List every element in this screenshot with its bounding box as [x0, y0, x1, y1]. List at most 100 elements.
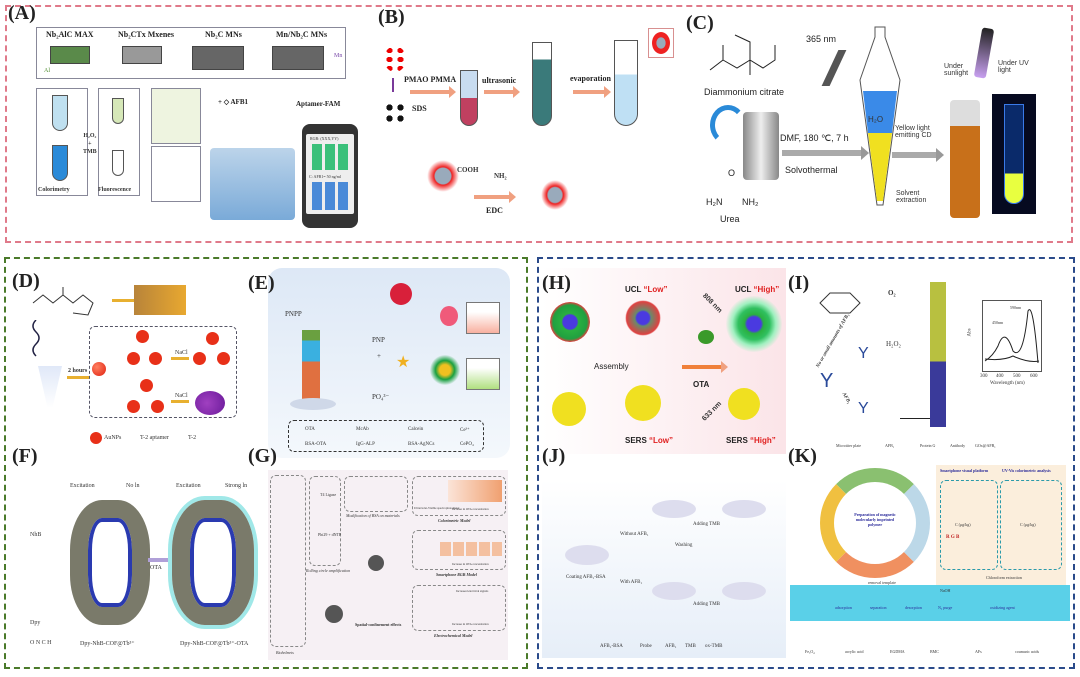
coated-plate-icon	[565, 545, 609, 565]
biohelmets-box	[270, 475, 306, 647]
green-complex-icon	[430, 355, 460, 385]
nacl-label: NaCl	[175, 350, 188, 356]
black-nanoparticles-icon	[384, 102, 406, 124]
max-layers-icon	[50, 46, 90, 64]
ultrasonic-label: ultrasonic	[482, 76, 517, 85]
cof-ota-label: Dpy-NhB-COF@Tb³⁺-OTA	[180, 641, 249, 647]
panel-label: (J)	[542, 445, 566, 467]
empty-tube-icon	[112, 150, 124, 176]
legend-label: TMB	[685, 644, 696, 649]
aunp-icon	[193, 352, 206, 365]
cooh-nanosphere-icon	[427, 160, 459, 192]
sers-low-label: SERS “Low”	[625, 436, 674, 445]
edc-label: EDC	[486, 206, 503, 215]
arrow	[782, 146, 869, 160]
panel-label: (E)	[248, 272, 275, 294]
blue-tube-light-icon	[52, 95, 68, 131]
dispersed-tube-icon	[532, 42, 552, 126]
urea-nh2-label: NH₂	[742, 197, 759, 207]
autoclave-icon	[743, 112, 779, 180]
arrow	[892, 148, 944, 162]
center-label: Preparation of magnetic molecularly impr…	[854, 512, 896, 527]
group-frame-top	[5, 5, 1073, 243]
legend-label: Fe₃O₄	[805, 649, 815, 654]
well-plate-icon	[290, 398, 336, 410]
legend-aunp-icon	[90, 432, 102, 444]
cooh-label: COOH	[457, 166, 479, 174]
uv-tube-photo	[992, 94, 1036, 214]
probe-box	[151, 146, 201, 202]
legend-label: McAb	[356, 427, 369, 432]
nacl-label: NaCl	[175, 393, 188, 399]
phone-concentration-label: C: AFB1= 50 ng/ml	[309, 174, 341, 179]
tick-label: 500	[1013, 374, 1021, 379]
plus-label: +	[377, 352, 381, 360]
electrochemical-box	[412, 585, 506, 631]
urea-label: Urea	[720, 214, 740, 224]
legend-label: Probe	[640, 644, 652, 649]
panel-label: (I)	[788, 272, 810, 294]
panel-label: (A)	[8, 2, 36, 24]
panel-label: (H)	[542, 272, 571, 294]
colorimetric-box	[412, 476, 506, 516]
uvvis-box	[1000, 480, 1062, 570]
ota-label: OTA	[693, 380, 710, 389]
panel-label: (G)	[248, 445, 277, 467]
strong-ln-label: Strong ln	[225, 483, 248, 489]
nm2-label: 590nm	[1010, 305, 1022, 310]
arrow	[573, 86, 611, 98]
curved-arrow-icon	[710, 105, 746, 145]
po4-label: PO₄³⁻	[372, 393, 390, 401]
legend-label: acrylic acid	[845, 649, 864, 654]
uvvis-label: UV-Vis colorimetric analysis	[1002, 468, 1051, 473]
phi-label: Phi29 + dNTP	[318, 532, 342, 537]
legend-label: BSA-AgNCs	[408, 442, 435, 447]
legend-label: CePO₄	[460, 442, 474, 447]
separatory-funnel-icon	[859, 26, 901, 206]
assembled-ucnp-icon	[625, 300, 661, 336]
nhb-label: NhB	[30, 532, 42, 538]
pnp-label: PNP	[372, 336, 385, 344]
pmao-label: PMAO PMMA	[404, 75, 457, 84]
legend-label: AFB₁	[665, 644, 677, 649]
aggregated-aunp-icon	[195, 391, 225, 415]
rca-box	[309, 476, 341, 566]
colorimetry-box	[36, 88, 88, 196]
ota-label: OTA	[150, 565, 162, 571]
aunp-icon	[136, 330, 149, 343]
step-label: adsorption	[835, 605, 852, 610]
spatial-label: Spatial-confinement effects	[355, 622, 402, 627]
cof-label: Dpy-NhB-COF@Tb³⁺	[80, 641, 135, 647]
rgb-label: Smartphone RGB Model	[436, 572, 477, 577]
axis-label: C (μg/kg)	[1020, 522, 1036, 527]
step-label: N₂ purge	[938, 605, 953, 610]
diammonium-label: Diammonium citrate	[704, 87, 785, 97]
tick-label: 600	[1030, 374, 1038, 379]
tick-label: 300	[980, 374, 988, 379]
afb1-label: + ◇ AFB1	[218, 98, 248, 106]
aunp-icon	[127, 400, 140, 413]
legend-label: IgG-ALP	[356, 442, 375, 447]
wavelength-label: Wavelength (nm)	[990, 381, 1025, 386]
fluorescence-box	[98, 88, 140, 196]
aunp-icon	[92, 362, 106, 376]
increase-label: Increase in OTA concentration	[452, 622, 489, 626]
mxene-layers-icon	[122, 46, 162, 64]
legend-label: BMC	[930, 649, 939, 654]
colorimetric-label: Colorimetric Model	[438, 518, 471, 523]
legend-label: T-2 aptamer	[140, 435, 169, 441]
group-frame-green	[4, 257, 528, 669]
smartphone-label: Smartphone visual platform	[940, 468, 989, 473]
adding-tmb-label: Adding TMB	[693, 522, 720, 527]
atom-legend: O N C H	[30, 640, 52, 646]
fluorescence-label: Fluorescence	[98, 187, 132, 193]
released-particle-icon	[325, 605, 343, 623]
colorimetric-tubes-icon	[448, 480, 502, 502]
legend-label: OTA	[305, 427, 315, 432]
chloroform-label: Chloroform extraction	[986, 575, 1022, 580]
modification-label: Modification of BSA on materials	[346, 513, 400, 518]
green-tube-icon	[112, 98, 124, 124]
zoom-inset	[648, 28, 674, 58]
step-label: Nb₂C MNs	[205, 30, 242, 39]
rgb-box	[412, 530, 506, 570]
